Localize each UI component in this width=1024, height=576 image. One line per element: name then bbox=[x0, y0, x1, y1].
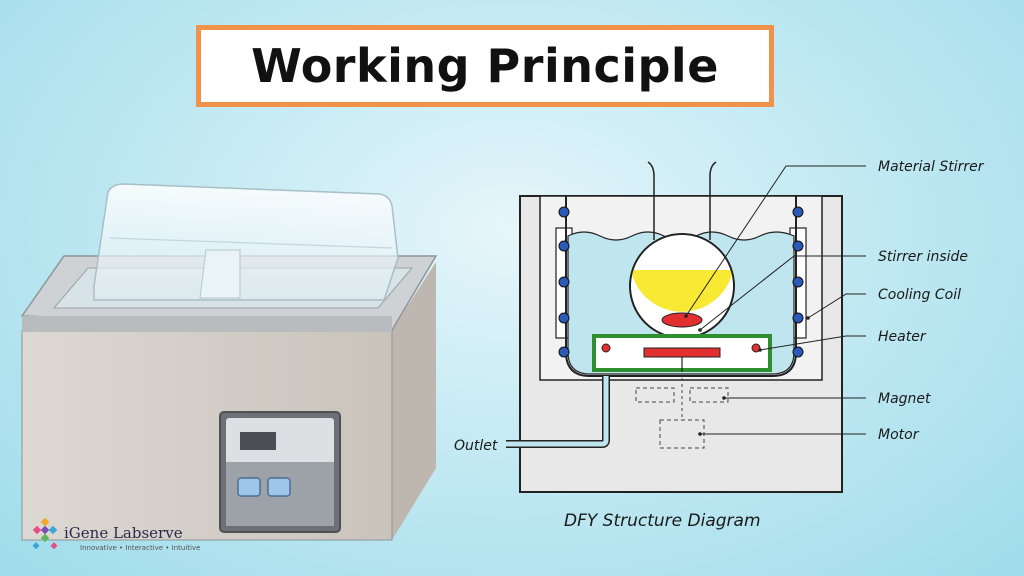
title-box: Working Principle bbox=[196, 25, 774, 107]
material bbox=[631, 270, 733, 312]
leader-lines bbox=[685, 165, 866, 435]
company-logo: iGene Labserve Innovative • Interactive … bbox=[32, 517, 200, 552]
stirrer-bar-inside bbox=[661, 312, 703, 328]
label-motor: Motor bbox=[878, 427, 920, 443]
heater-element bbox=[643, 347, 721, 358]
flask-rod-left bbox=[647, 161, 655, 240]
cooling-coils-left bbox=[558, 206, 570, 358]
structure-diagram: Material Stirrer Stirrer inside Cooling … bbox=[454, 159, 985, 531]
logo-tagline: Innovative • Interactive • Intuitive bbox=[80, 544, 200, 552]
label-stirrer-inside: Stirrer inside bbox=[878, 249, 968, 265]
label-outlet: Outlet bbox=[454, 438, 498, 454]
magnet-right bbox=[689, 387, 729, 403]
cooling-coils-right bbox=[792, 206, 804, 358]
bath-side-face bbox=[392, 262, 436, 540]
outlet-pipe bbox=[506, 376, 609, 447]
vessel-wall bbox=[565, 196, 797, 377]
label-heater: Heater bbox=[878, 329, 927, 345]
label-material-stirrer: Material Stirrer bbox=[878, 159, 985, 175]
label-magnet: Magnet bbox=[878, 391, 931, 407]
logo-name: iGene Labserve bbox=[64, 524, 183, 542]
control-button-1[interactable] bbox=[237, 477, 261, 497]
label-cooling-coil: Cooling Coil bbox=[878, 287, 961, 303]
glass-lid bbox=[93, 183, 399, 301]
control-button-2[interactable] bbox=[267, 477, 291, 497]
leader-dots bbox=[684, 314, 810, 436]
magnet-left bbox=[635, 387, 675, 403]
bath-front-rim bbox=[22, 316, 392, 332]
temperature-display bbox=[240, 432, 276, 450]
logo-mark-icon bbox=[32, 517, 58, 550]
lid-handle-notch bbox=[199, 249, 241, 299]
water-bath-illustration bbox=[20, 183, 438, 541]
flask-rod-right bbox=[709, 161, 717, 240]
lid-edge-line bbox=[109, 237, 393, 249]
diagram-caption: DFY Structure Diagram bbox=[564, 511, 761, 531]
page-title: Working Principle bbox=[251, 39, 719, 93]
